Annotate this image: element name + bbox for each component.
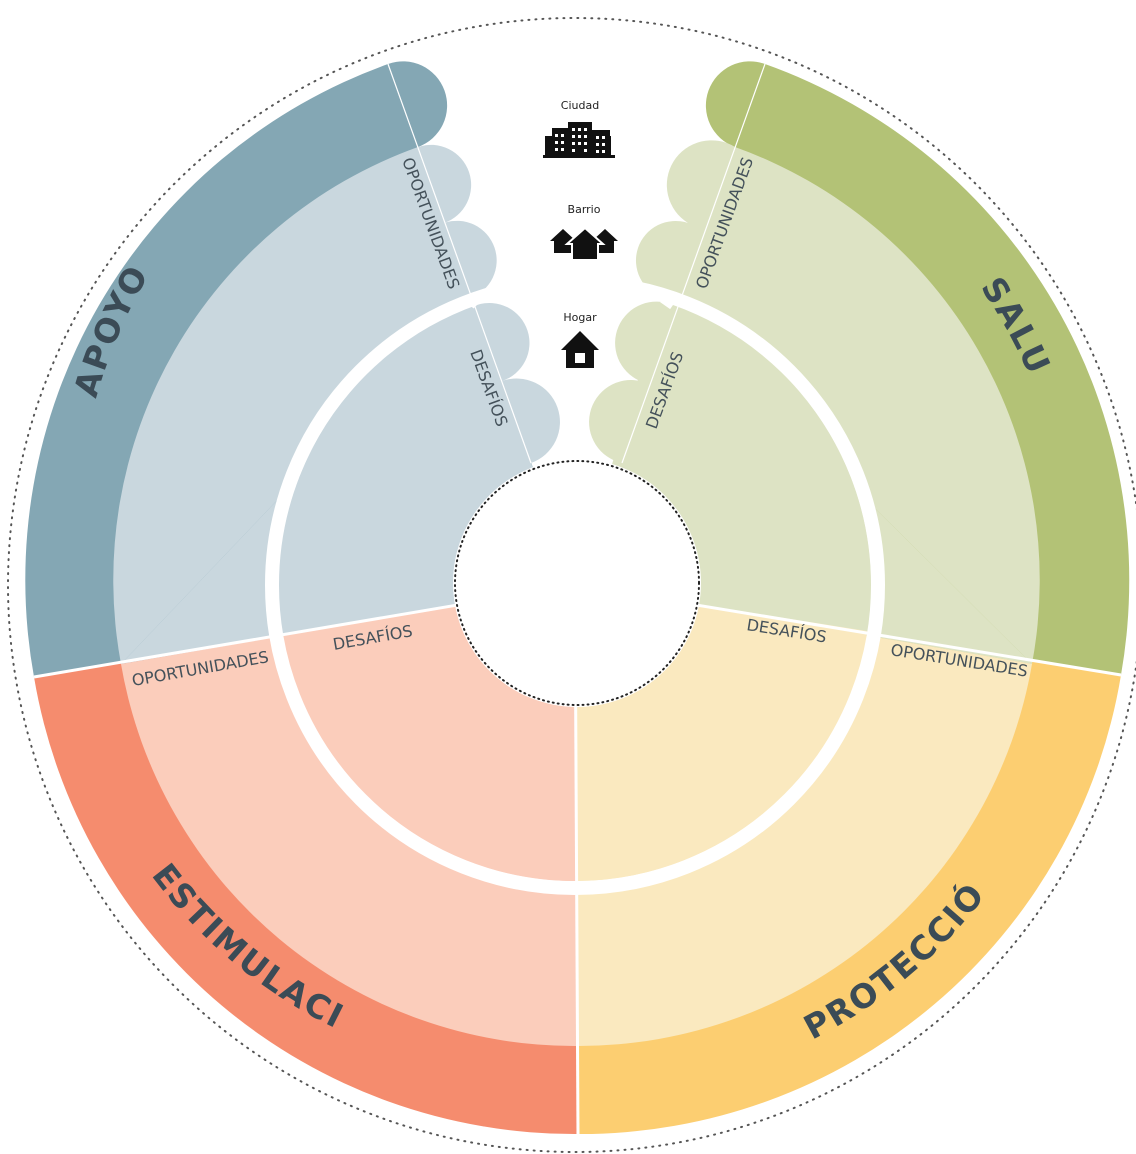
scale-label-hogar: Hogar bbox=[563, 311, 597, 324]
home-icon bbox=[561, 331, 599, 368]
outer-boundary bbox=[7, 17, 1136, 1153]
divider-salud-radial bbox=[621, 63, 766, 464]
ring-separator bbox=[265, 275, 885, 895]
neighborhood-icon bbox=[550, 226, 618, 261]
apoyo-opportunities-ring bbox=[113, 144, 497, 664]
scale-label-ciudad: Ciudad bbox=[561, 99, 599, 112]
salud-opportunities-ring bbox=[635, 140, 1040, 664]
center-dotted-ring bbox=[454, 460, 700, 706]
center-circle bbox=[453, 459, 701, 707]
city-icon bbox=[543, 122, 615, 158]
opening-gap bbox=[466, 293, 676, 310]
divider-apoyo-radial bbox=[387, 63, 532, 464]
scale-label-barrio: Barrio bbox=[568, 203, 601, 216]
